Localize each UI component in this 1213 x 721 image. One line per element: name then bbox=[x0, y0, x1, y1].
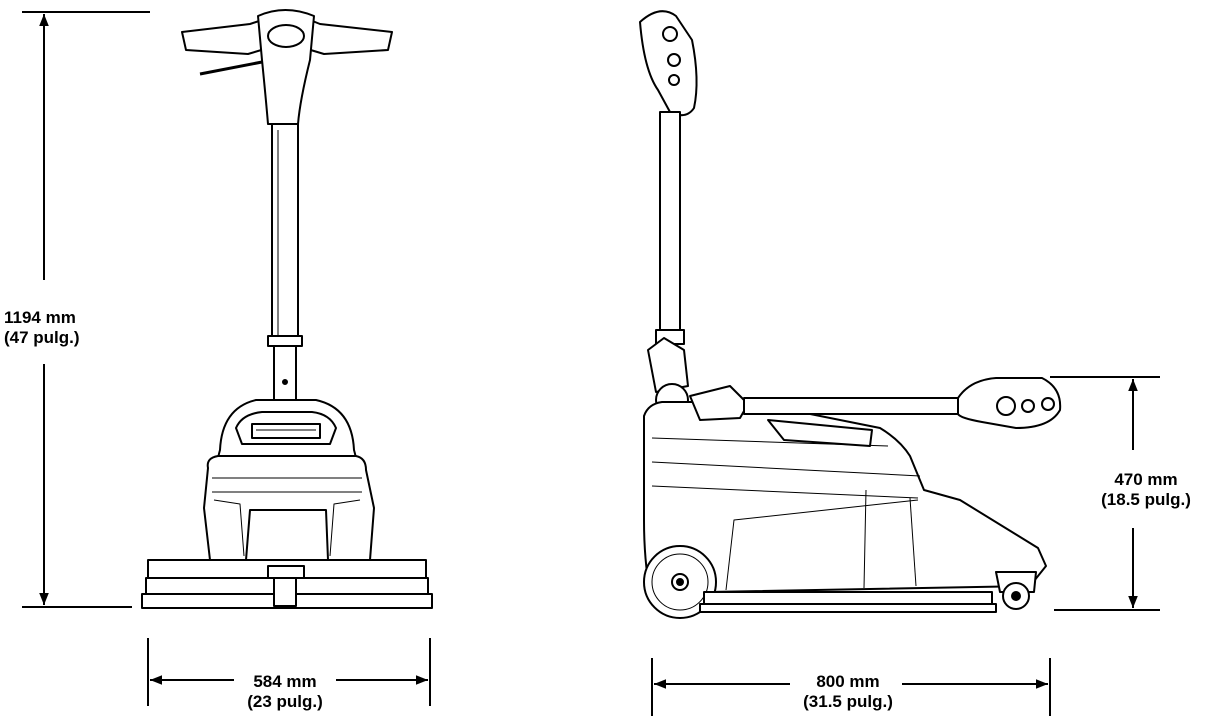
front-handle-bar bbox=[181, 9, 393, 125]
height-metric: 1194 mm bbox=[4, 308, 76, 327]
side-rear-wheel bbox=[643, 545, 717, 619]
front-width-metric: 584 mm bbox=[253, 672, 317, 691]
handle-height-metric: 470 mm bbox=[1114, 470, 1178, 489]
side-arm-linkage bbox=[689, 377, 1062, 429]
front-width-dimension bbox=[147, 638, 431, 706]
handle-height-label: 470 mm (18.5 pulg.) bbox=[1082, 470, 1210, 510]
handle-height-dimension bbox=[1050, 376, 1160, 611]
side-length-dimension bbox=[651, 658, 1051, 716]
height-dimension bbox=[22, 11, 150, 608]
side-handle-shaft bbox=[647, 111, 689, 417]
side-handle-grip bbox=[639, 10, 698, 117]
front-handle-shaft bbox=[267, 123, 303, 407]
height-imperial: (47 pulg.) bbox=[4, 328, 80, 347]
front-view-machine bbox=[141, 9, 433, 609]
side-view-machine bbox=[639, 10, 1062, 619]
side-body bbox=[643, 401, 1047, 593]
front-width-label: 584 mm (23 pulg.) bbox=[225, 672, 345, 712]
front-base-pad bbox=[141, 559, 433, 609]
side-length-imperial: (31.5 pulg.) bbox=[803, 692, 893, 711]
handle-height-imperial: (18.5 pulg.) bbox=[1101, 490, 1191, 509]
side-length-metric: 800 mm bbox=[816, 672, 880, 691]
side-length-label: 800 mm (31.5 pulg.) bbox=[786, 672, 910, 712]
front-body bbox=[203, 455, 375, 561]
side-base-pad bbox=[699, 591, 997, 613]
front-width-imperial: (23 pulg.) bbox=[247, 692, 323, 711]
height-label: 1194 mm (47 pulg.) bbox=[4, 308, 108, 348]
side-front-caster bbox=[995, 571, 1037, 610]
